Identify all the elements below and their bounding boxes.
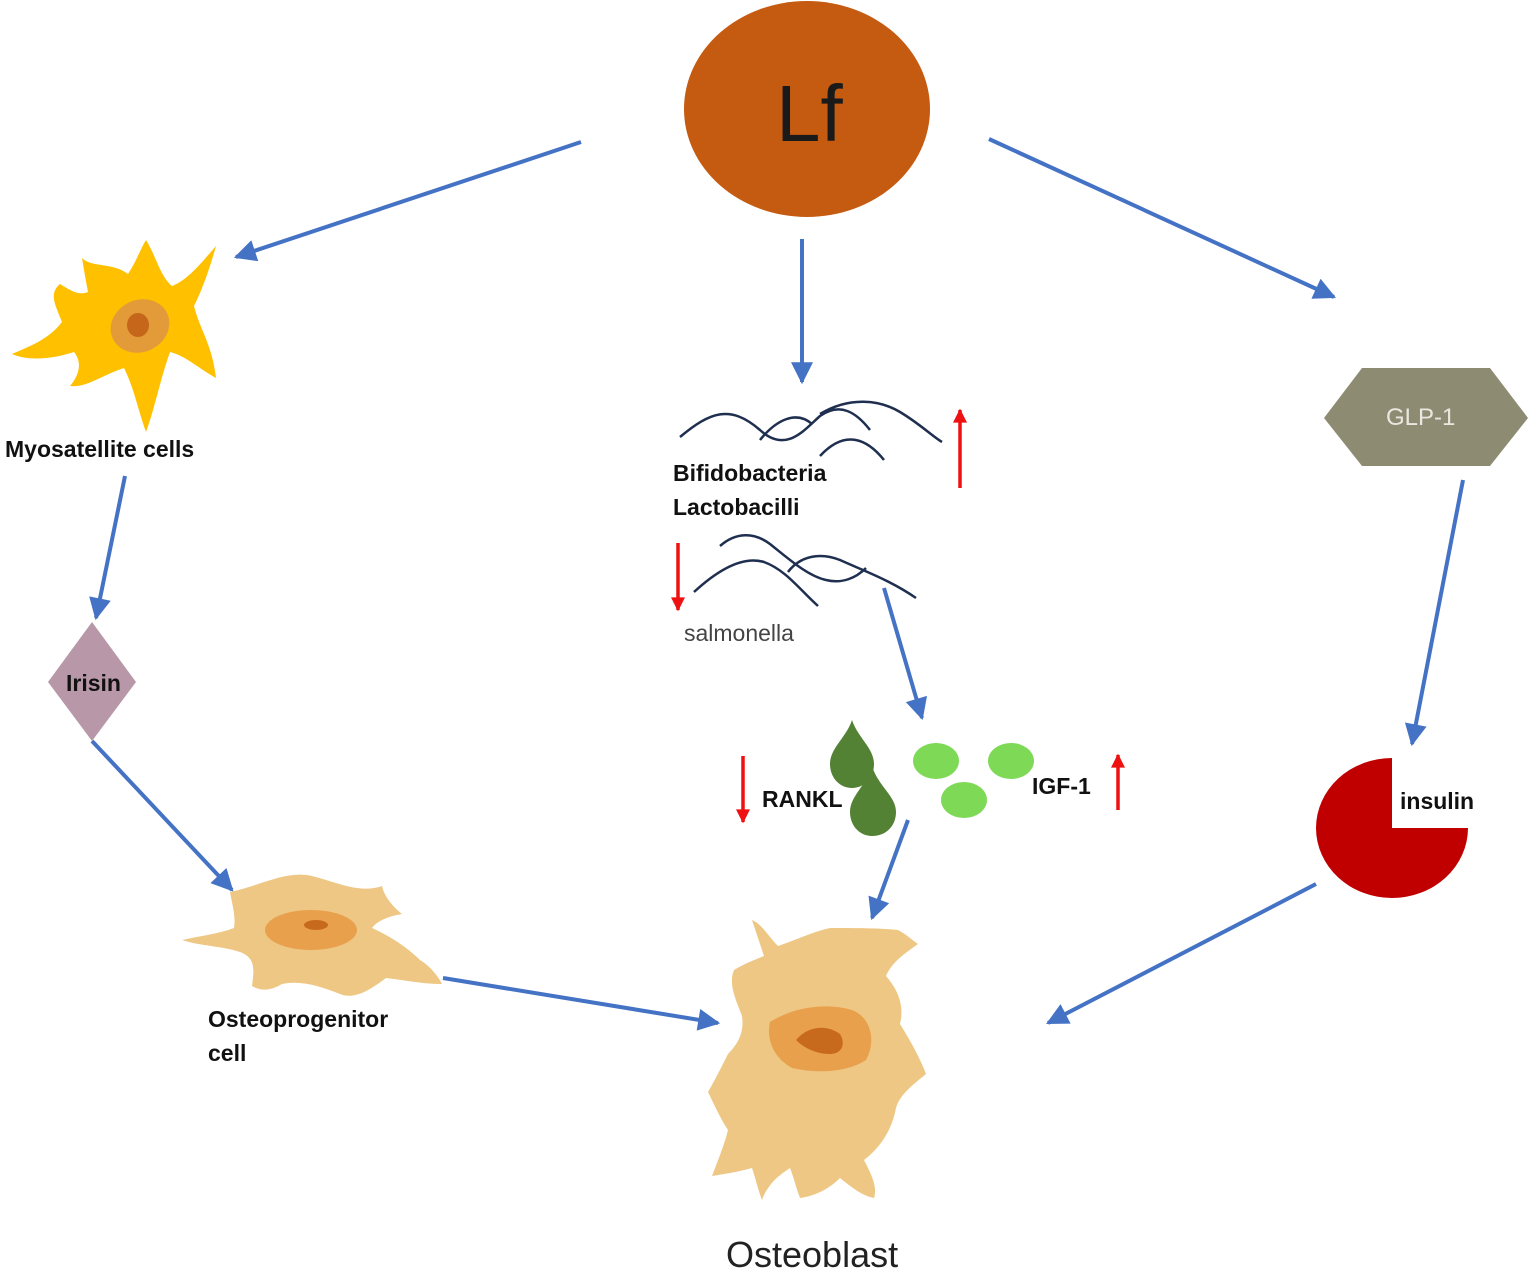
salmonella-label: salmonella	[684, 620, 794, 646]
osteoprogenitor-cell-icon	[182, 874, 442, 996]
lf-node	[684, 1, 930, 217]
irisin-node	[48, 622, 136, 741]
insulin-node	[1316, 758, 1468, 898]
igf1-particles-icon	[913, 743, 1034, 818]
arrow-osteoprogenitor-to-osteoblast	[442, 976, 721, 1031]
arrows	[89, 137, 1465, 1031]
indicators	[671, 408, 1125, 824]
myosatellite-cell-icon	[12, 240, 216, 432]
rankl-drops-icon	[830, 720, 896, 836]
insulin-label: insulin	[1400, 788, 1475, 814]
myosatellite-label: Myosatellite cells	[5, 436, 195, 462]
bacteria-icon	[679, 400, 943, 461]
igf1-label: IGF-1	[1032, 773, 1091, 799]
osteoprogenitor-label-line1: Osteoprogenitor	[208, 1006, 389, 1032]
lf-label: Lf	[776, 69, 843, 158]
glp1-node	[1324, 368, 1528, 466]
osteoblast-label: Osteoblast	[726, 1234, 899, 1275]
arrow-irisin-to-osteoprogenitor	[90, 739, 234, 892]
arrow-salmonella-to-factors	[882, 587, 928, 721]
arrow-lf-to-glp1	[988, 137, 1337, 299]
rankl-label: RANKL	[762, 786, 843, 812]
arrow-glp1-to-insulin	[1404, 479, 1465, 747]
osteoprogenitor-label-line2: cell	[208, 1040, 247, 1066]
arrow-lf-to-myosatellite	[233, 140, 582, 262]
bacteria-label-line2: Lactobacilli	[673, 494, 800, 520]
bacteria-label-line1: Bifidobacteria	[673, 460, 827, 486]
osteoblast-cell-icon	[708, 920, 926, 1200]
arrow-insulin-to-osteoblast	[1046, 882, 1317, 1025]
arrow-factors-to-osteoblast	[868, 819, 910, 921]
glp1-label: GLP-1	[1386, 404, 1456, 431]
arrow-myosatellite-to-irisin	[89, 475, 127, 621]
irisin-label: Irisin	[66, 670, 121, 696]
salmonella-icon	[693, 534, 917, 607]
